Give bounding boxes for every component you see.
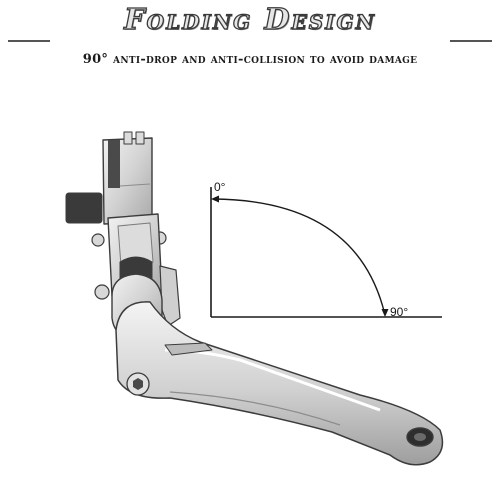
angle-diagram: 0° 90° (210, 180, 442, 319)
bolt-icon (91, 233, 105, 247)
page-subtitle: 90° anti-drop and anti-collision to avoi… (82, 52, 418, 67)
arrow-left-icon (211, 195, 219, 203)
page-title: Folding Design (123, 1, 376, 36)
angle-start-label: 0° (214, 180, 226, 194)
lever-illustration (65, 131, 444, 466)
angle-arc (212, 198, 385, 312)
rubber-stopper (65, 192, 103, 224)
lever-arm (115, 301, 444, 466)
arm-cutout (164, 342, 213, 356)
title-rule-left (8, 40, 50, 42)
title-rule-right (450, 40, 492, 42)
arrow-down-icon (381, 309, 389, 317)
mount-slot (108, 140, 120, 188)
angle-end-label: 90° (390, 305, 408, 319)
